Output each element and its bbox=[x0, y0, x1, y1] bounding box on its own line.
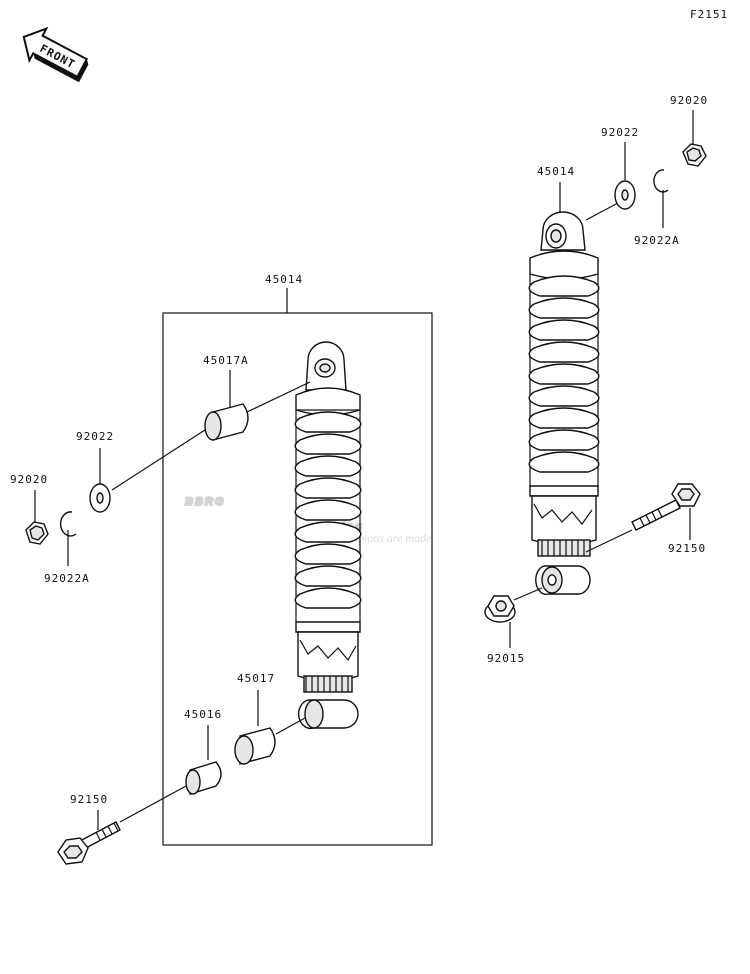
washer-right bbox=[614, 180, 636, 210]
collar-left bbox=[185, 761, 222, 795]
flange-nut-right bbox=[484, 595, 516, 623]
callout-bushing-bottom-left: 45017 bbox=[237, 672, 275, 685]
clip-right bbox=[653, 169, 669, 193]
callout-washer-left: 92022 bbox=[76, 430, 114, 443]
bolt-right bbox=[631, 483, 701, 531]
diagram-code: F2151 bbox=[690, 8, 728, 21]
callout-assembly-left: 45014 bbox=[265, 273, 303, 286]
callout-clip-right: 92022A bbox=[634, 234, 680, 247]
callout-bushing-top-left: 45017A bbox=[203, 354, 249, 367]
callout-bolt-right: 92150 bbox=[668, 542, 706, 555]
nut-left bbox=[25, 521, 49, 545]
watermark-logo: BBRG bbox=[185, 496, 225, 508]
bolt-left bbox=[57, 821, 121, 865]
callout-clip-left: 92022A bbox=[44, 572, 90, 585]
callout-washer-right: 92022 bbox=[601, 126, 639, 139]
shock-absorber-right bbox=[528, 211, 600, 595]
callout-nut-left: 92020 bbox=[10, 473, 48, 486]
callout-bolt-left: 92150 bbox=[70, 793, 108, 806]
bushing-bottom-left bbox=[234, 727, 276, 765]
washer-left bbox=[89, 483, 111, 513]
callout-collar-left: 45016 bbox=[184, 708, 222, 721]
bushing-top-left bbox=[204, 403, 249, 441]
callout-flange-nut-right: 92015 bbox=[487, 652, 525, 665]
callout-nut-right: 92020 bbox=[670, 94, 708, 107]
clip-left bbox=[59, 511, 77, 537]
assembly-box bbox=[162, 312, 433, 846]
callout-assembly-right: 45014 bbox=[537, 165, 575, 178]
front-arrow-icon: FRONT bbox=[22, 26, 89, 83]
shock-absorber-left bbox=[294, 341, 362, 730]
nut-right bbox=[682, 143, 707, 167]
